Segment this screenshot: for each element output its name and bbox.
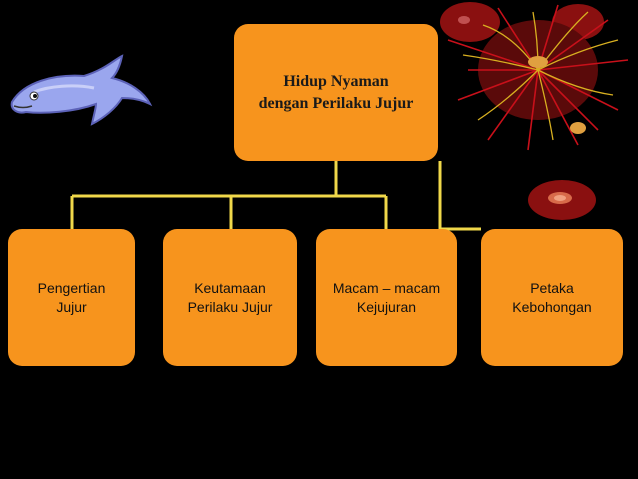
child-node-pengertian: Pengertian Jujur [8, 229, 135, 366]
root-title-line1: Hidup Nyaman [283, 72, 389, 90]
child-label-line1: Pengertian [37, 279, 106, 296]
child-label-line2: Jujur [56, 298, 87, 315]
child-label-line2: Kebohongan [512, 298, 592, 315]
root-node: Hidup Nyaman dengan Perilaku Jujur [234, 24, 438, 161]
child-label-line1: Macam – macam [332, 279, 441, 296]
child-node-petaka: Petaka Kebohongan [481, 229, 623, 366]
small-firework-clipart [528, 180, 596, 220]
child-label-line2: Kejujuran [356, 298, 417, 315]
child-node-keutamaan: Keutamaan Perilaku Jujur [163, 229, 297, 366]
dolphin-clipart [10, 54, 153, 126]
root-title-line2: dengan Perilaku Jujur [258, 94, 414, 112]
child-label-line1: Keutamaan [194, 279, 266, 296]
child-node-macam: Macam – macam Kejujuran [316, 229, 457, 366]
firework-clipart [440, 2, 629, 151]
child-label-line2: Perilaku Jujur [187, 298, 273, 315]
child-label-line1: Petaka [530, 279, 574, 296]
